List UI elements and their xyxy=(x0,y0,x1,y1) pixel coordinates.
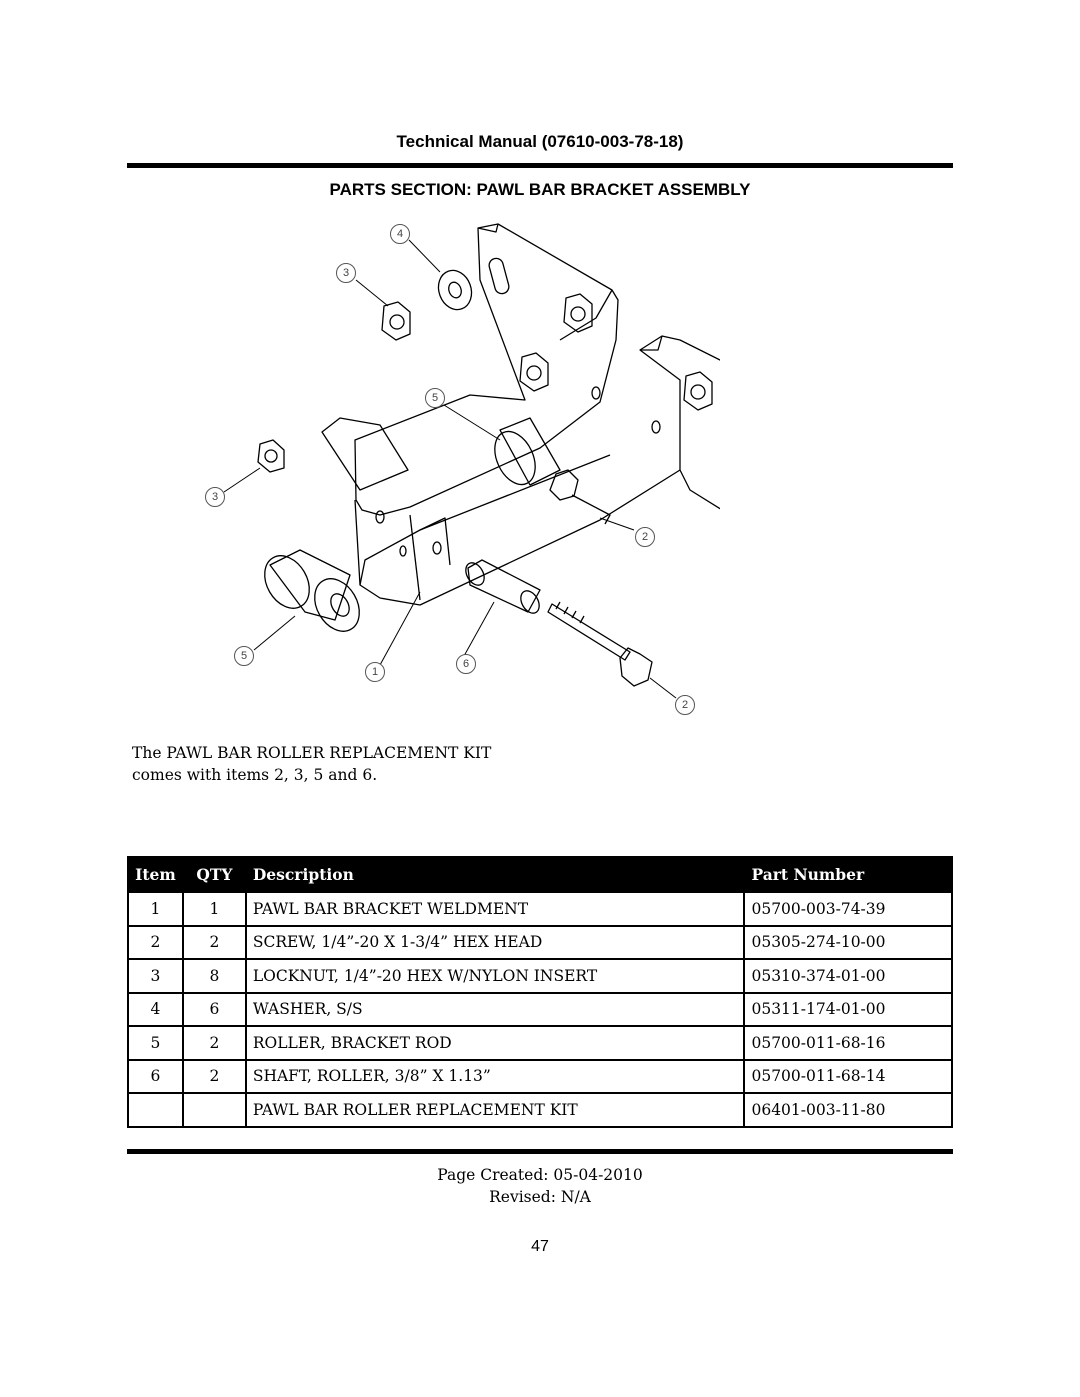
callout-label: 4 xyxy=(397,228,403,240)
callout-label: 1 xyxy=(372,666,378,678)
cell-qty: 2 xyxy=(181,924,247,960)
table-row: 4 6 WASHER, S/S 05311-174-01-00 xyxy=(127,991,953,1027)
assembly-drawing: 4 3 5 3 2 5 1 6 2 xyxy=(205,223,720,715)
callout-label: 2 xyxy=(682,699,688,711)
header-rule xyxy=(127,163,953,168)
cell-part-number: 05305-274-10-00 xyxy=(743,924,953,960)
footer-rule xyxy=(127,1149,953,1154)
cell-description: SHAFT, ROLLER, 3/8” X 1.13” xyxy=(244,1058,746,1094)
cell-item: 5 xyxy=(127,1025,184,1061)
kit-note-line: The PAWL BAR ROLLER REPLACEMENT KIT xyxy=(132,744,492,762)
callout-label: 3 xyxy=(212,491,218,503)
table-row: 5 2 ROLLER, BRACKET ROD 05700-011-68-16 xyxy=(127,1025,953,1061)
cell-qty: 8 xyxy=(181,958,247,994)
table-row: 3 8 LOCKNUT, 1/4”-20 HEX W/NYLON INSERT … xyxy=(127,958,953,994)
cell-qty: 2 xyxy=(181,1058,247,1094)
table-header-row: Item QTY Description Part Number xyxy=(127,856,953,893)
kit-note: The PAWL BAR ROLLER REPLACEMENT KIT come… xyxy=(132,742,491,786)
table-row: PAWL BAR ROLLER REPLACEMENT KIT 06401-00… xyxy=(127,1092,953,1128)
created-date: Page Created: 05-04-2010 xyxy=(437,1166,643,1184)
cell-description: ROLLER, BRACKET ROD xyxy=(244,1025,746,1061)
cell-item: 1 xyxy=(127,891,184,927)
callout-label: 5 xyxy=(432,392,438,404)
cell-description: SCREW, 1/4”-20 X 1-3/4” HEX HEAD xyxy=(244,924,746,960)
cell-part-number: 05700-011-68-14 xyxy=(743,1058,953,1094)
callout-label: 3 xyxy=(343,267,349,279)
callout-label: 5 xyxy=(241,650,247,662)
cell-item: 2 xyxy=(127,924,184,960)
cell-qty: 1 xyxy=(181,891,247,927)
revised-date: Revised: N/A xyxy=(489,1188,591,1206)
cell-qty xyxy=(181,1092,247,1128)
cell-part-number: 05700-003-74-39 xyxy=(743,891,953,927)
cell-item: 3 xyxy=(127,958,184,994)
cell-description: PAWL BAR ROLLER REPLACEMENT KIT xyxy=(244,1092,746,1128)
cell-part-number: 06401-003-11-80 xyxy=(743,1092,953,1128)
cell-qty: 6 xyxy=(181,991,247,1027)
table-row: 2 2 SCREW, 1/4”-20 X 1-3/4” HEX HEAD 053… xyxy=(127,924,953,960)
cell-part-number: 05310-374-01-00 xyxy=(743,958,953,994)
header-qty: QTY xyxy=(181,856,247,893)
page-footer: Page Created: 05-04-2010 Revised: N/A xyxy=(0,1164,1080,1208)
cell-part-number: 05311-174-01-00 xyxy=(743,991,953,1027)
cell-item xyxy=(127,1092,184,1128)
cell-part-number: 05700-011-68-16 xyxy=(743,1025,953,1061)
table-row: 1 1 PAWL BAR BRACKET WELDMENT 05700-003-… xyxy=(127,891,953,927)
header-item: Item xyxy=(127,856,184,893)
manual-title: Technical Manual (07610-003-78-18) xyxy=(396,132,684,151)
page-number: 47 xyxy=(531,1238,549,1255)
header-description: Description xyxy=(244,856,746,893)
section-title: PARTS SECTION: PAWL BAR BRACKET ASSEMBLY xyxy=(329,180,751,199)
cell-description: LOCKNUT, 1/4”-20 HEX W/NYLON INSERT xyxy=(244,958,746,994)
table-row: 6 2 SHAFT, ROLLER, 3/8” X 1.13” 05700-01… xyxy=(127,1058,953,1094)
header-part-number: Part Number xyxy=(743,856,953,893)
parts-table: Item QTY Description Part Number 1 1 PAW… xyxy=(127,856,953,1128)
cell-qty: 2 xyxy=(181,1025,247,1061)
cell-description: WASHER, S/S xyxy=(244,991,746,1027)
callout-label: 2 xyxy=(642,531,648,543)
cell-description: PAWL BAR BRACKET WELDMENT xyxy=(244,891,746,927)
cell-item: 4 xyxy=(127,991,184,1027)
kit-note-line: comes with items 2, 3, 5 and 6. xyxy=(132,766,378,784)
callout-label: 6 xyxy=(463,658,469,670)
cell-item: 6 xyxy=(127,1058,184,1094)
